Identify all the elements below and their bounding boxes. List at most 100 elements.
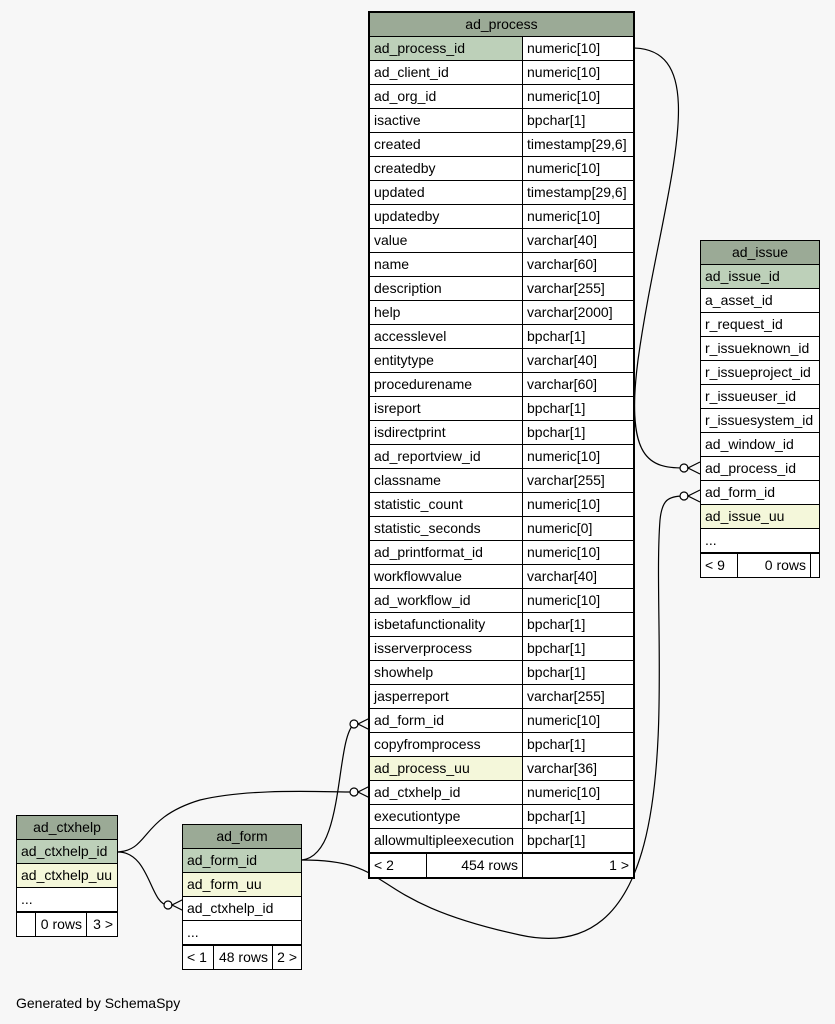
column-row[interactable]: ad_form_id (701, 481, 819, 505)
column-name: ... (21, 891, 33, 907)
column-row[interactable]: ad_issue_id (701, 265, 819, 289)
column-row[interactable]: ... (183, 921, 301, 945)
footer-children[interactable] (811, 554, 819, 577)
column-name: name (370, 253, 523, 276)
column-type: bpchar[1] (527, 328, 586, 344)
column-row[interactable]: ad_form_uu (183, 873, 301, 897)
footer-children[interactable]: 1 > (609, 857, 629, 873)
table-title: ad_ctxhelp (17, 816, 117, 840)
column-row[interactable]: ... (701, 529, 819, 553)
column-name: classname (370, 469, 523, 492)
column-row[interactable]: ad_process_id (701, 457, 819, 481)
column-row[interactable]: ad_window_id (701, 433, 819, 457)
column-row[interactable]: r_issuesystem_id (701, 409, 819, 433)
footer-parents[interactable] (17, 913, 36, 936)
column-type: numeric[10] (527, 544, 601, 560)
column-row[interactable]: ... (17, 888, 117, 912)
column-row[interactable]: r_issueuser_id (701, 385, 819, 409)
column-type: bpchar[1] (527, 736, 586, 752)
column-name: workflowvalue (370, 565, 523, 588)
footer-children[interactable]: 3 > (93, 916, 113, 932)
column-name: showhelp (370, 661, 523, 684)
edge-form-to-issue (301, 495, 685, 939)
table-title: ad_issue (701, 241, 819, 265)
column-row[interactable]: r_issueknown_id (701, 337, 819, 361)
column-type: bpchar[1] (527, 808, 586, 824)
column-name: allowmultipleexecution (370, 829, 523, 852)
column-name: procedurename (370, 373, 523, 396)
column-type: numeric[10] (527, 496, 601, 512)
footer-parents[interactable]: < 9 (701, 554, 738, 577)
column-type: varchar[60] (527, 256, 598, 272)
column-name: ad_workflow_id (370, 589, 523, 612)
column-row[interactable]: ad_form_id (183, 849, 301, 873)
column-name: r_issueuser_id (705, 388, 797, 404)
column-name: description (370, 277, 523, 300)
column-name: isdirectprint (370, 421, 523, 444)
crowfoot-icon (686, 461, 701, 475)
column-row[interactable]: r_request_id (701, 313, 819, 337)
column-name: updatedby (370, 205, 523, 228)
column-type: numeric[10] (527, 712, 601, 728)
table-title: ad_process (370, 13, 633, 37)
edge-form-to-process (301, 723, 355, 861)
column-name: r_issueproject_id (705, 364, 811, 380)
footer-children[interactable]: 2 > (277, 949, 297, 965)
column-row[interactable]: a_asset_id (701, 289, 819, 313)
column-name: ad_ctxhelp_id (187, 900, 274, 916)
column-type: bpchar[1] (527, 424, 586, 440)
column-type: numeric[10] (527, 160, 601, 176)
column-row[interactable]: ad_ctxhelp_uu (17, 864, 117, 888)
column-row[interactable]: ad_issue_uu (701, 505, 819, 529)
column-type: numeric[10] (527, 784, 601, 800)
footer-parents[interactable]: < 2 (370, 854, 427, 877)
column-row[interactable]: ad_ctxhelp_id (183, 897, 301, 921)
column-name: ad_org_id (370, 85, 523, 108)
column-type: numeric[10] (527, 448, 601, 464)
column-type: bpchar[1] (527, 400, 586, 416)
footer-parents[interactable]: < 1 (183, 946, 214, 969)
column-name: help (370, 301, 523, 324)
column-row[interactable]: ad_ctxhelp_id (17, 840, 117, 864)
column-row[interactable]: r_issueproject_id (701, 361, 819, 385)
